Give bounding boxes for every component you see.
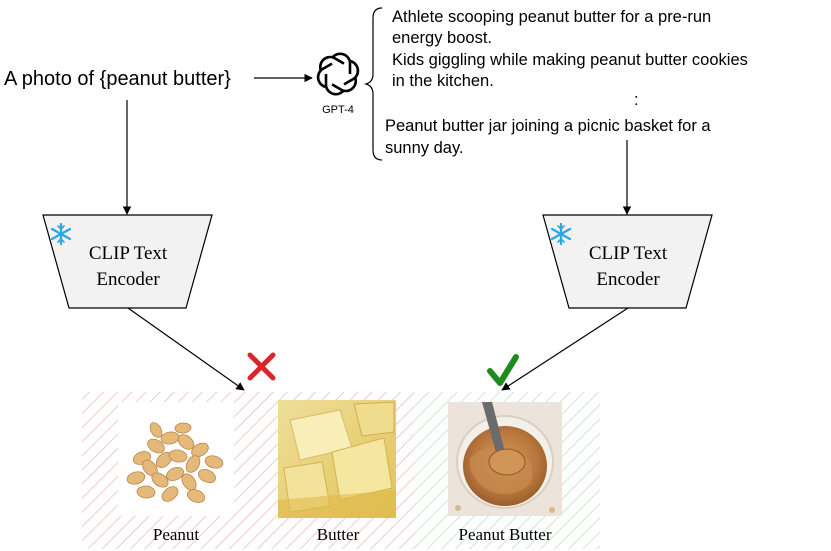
left-clip-text-encoder: CLIP Text Encoder <box>42 214 213 309</box>
description-line: energy boost. <box>392 29 492 47</box>
arrow-right-encoder-to-peanut-butter <box>501 307 629 391</box>
description-line: Kids giggling while making peanut butter… <box>392 51 748 69</box>
cross-icon <box>247 352 276 381</box>
image-label-peanut-butter: Peanut Butter <box>458 525 551 544</box>
check-icon <box>487 354 519 386</box>
snowflake-icon <box>550 222 572 246</box>
description-line: sunny day. <box>385 139 464 157</box>
gpt4-label: GPT-4 <box>322 104 354 116</box>
butter-image <box>278 400 396 518</box>
encoder-label-line1: CLIP Text <box>589 243 668 264</box>
encoder-label-line2: Encoder <box>96 269 160 290</box>
image-label-peanut: Peanut <box>153 525 200 544</box>
description-line: Athlete scooping peanut butter for a pre… <box>392 8 711 26</box>
peanut-image <box>118 402 234 516</box>
arrow-left-encoder-to-peanut-butter-split <box>127 307 245 391</box>
image-label-butter: Butter <box>317 525 360 544</box>
encoder-label-line2: Encoder <box>596 269 660 290</box>
peanut-butter-jar-image <box>448 402 562 516</box>
snowflake-icon <box>50 222 72 246</box>
openai-logo-icon <box>316 52 360 96</box>
llm-descriptions: Athlete scooping peanut butter for a pre… <box>385 8 748 157</box>
encoder-label-line1: CLIP Text <box>89 243 168 264</box>
prompt-text: A photo of {peanut butter} <box>4 68 231 90</box>
curly-brace <box>363 7 383 161</box>
description-line: Peanut butter jar joining a picnic baske… <box>385 117 711 135</box>
right-clip-text-encoder: CLIP Text Encoder <box>542 214 713 309</box>
description-ellipsis: : <box>634 91 639 109</box>
description-line: in the kitchen. <box>392 72 494 90</box>
